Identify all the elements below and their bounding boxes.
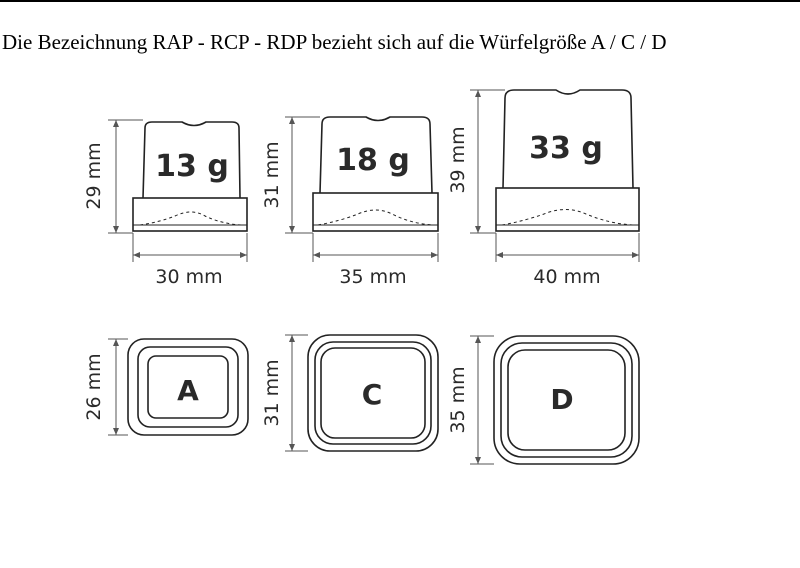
cube-side-1-dims bbox=[108, 119, 248, 262]
cube-2-weight: 18 g bbox=[336, 143, 410, 178]
cube-side-2-dims bbox=[285, 116, 439, 262]
cube-top-A bbox=[127, 338, 249, 436]
cube-side-2 bbox=[312, 116, 439, 232]
cube-top-D-dims bbox=[470, 335, 494, 465]
cube-top-C bbox=[307, 334, 439, 452]
dimension-arrowheads bbox=[113, 90, 639, 464]
cube-A-depth: 26 mm bbox=[83, 353, 105, 420]
cube-3-width: 40 mm bbox=[533, 266, 600, 288]
cube-C-letter: C bbox=[362, 378, 383, 411]
cube-3-height: 39 mm bbox=[447, 126, 469, 193]
cube-top-D bbox=[493, 335, 640, 465]
cube-D-depth: 35 mm bbox=[447, 366, 469, 433]
cube-side-3-dims bbox=[470, 89, 640, 262]
cube-top-C-dims bbox=[285, 334, 308, 452]
cube-1-width: 30 mm bbox=[155, 266, 222, 288]
cube-side-3 bbox=[495, 89, 640, 232]
cube-top-A-dims bbox=[108, 338, 128, 436]
cube-1-weight: 13 g bbox=[155, 149, 229, 184]
top-rule bbox=[0, 0, 800, 2]
cube-side-1 bbox=[132, 121, 248, 232]
cube-A-letter: A bbox=[177, 374, 199, 407]
caption: Die Bezeichnung RAP - RCP - RDP bezieht … bbox=[2, 30, 667, 54]
cube-C-depth: 31 mm bbox=[261, 359, 283, 426]
cube-2-width: 35 mm bbox=[339, 266, 406, 288]
cube-3-weight: 33 g bbox=[529, 131, 603, 166]
cube-D-letter: D bbox=[550, 383, 573, 416]
cube-2-height: 31 mm bbox=[261, 141, 283, 208]
cube-1-height: 29 mm bbox=[83, 142, 105, 209]
